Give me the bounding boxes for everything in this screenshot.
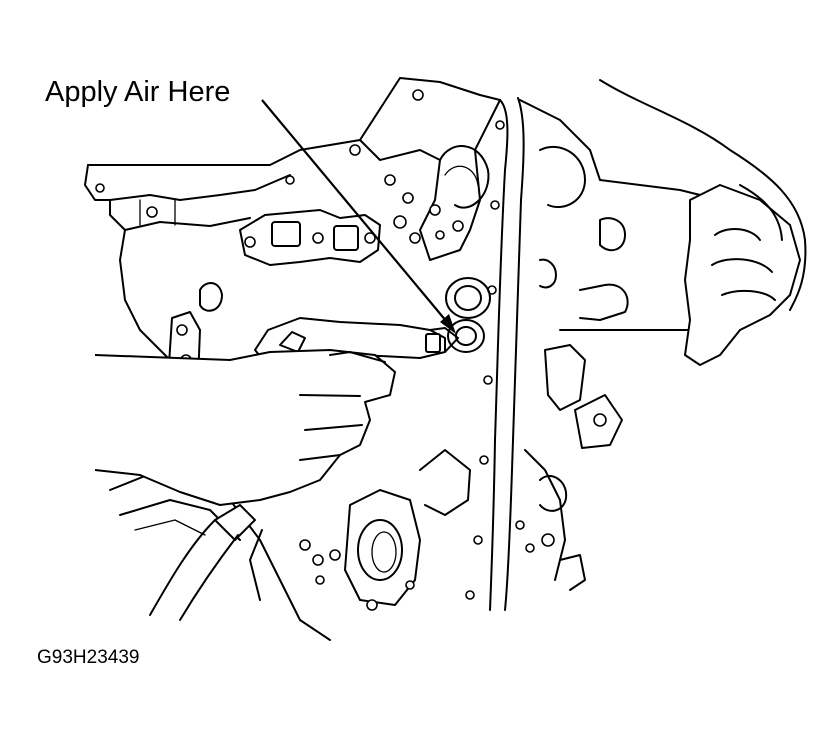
air-hose — [149, 504, 256, 621]
gasket-edge — [465, 97, 525, 611]
right-hand — [599, 79, 807, 366]
right-casting — [515, 99, 701, 591]
callout-label: Apply Air Here — [45, 76, 231, 108]
upper-port-plate — [239, 209, 381, 266]
upper-casting — [285, 89, 501, 261]
callout-arrowhead — [440, 314, 456, 334]
callout-leader-line — [261, 99, 453, 329]
lower-bore — [299, 449, 471, 611]
figure-id: G93H23439 — [37, 647, 140, 668]
hand-holding-nozzle — [94, 349, 396, 506]
fluid-passage-port — [445, 277, 491, 353]
